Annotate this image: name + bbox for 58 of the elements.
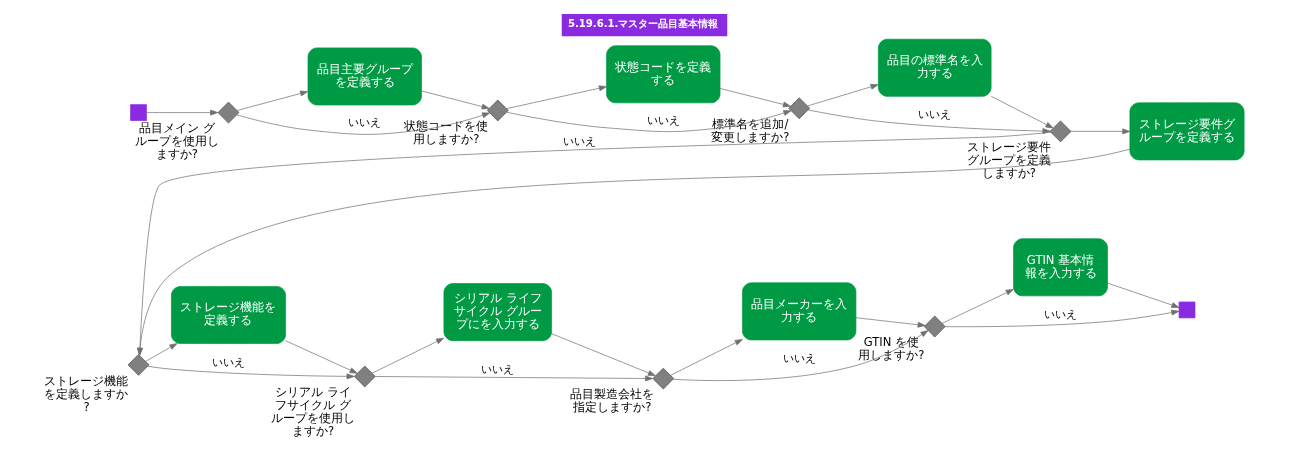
edge-label: いいえ xyxy=(481,362,515,376)
diagram-title: 5.19.6.1.マスター品目基本情報 xyxy=(567,18,719,30)
arrow xyxy=(855,317,926,328)
arrow xyxy=(371,337,445,374)
node-box: GTIN 基本情報を入力する xyxy=(1013,238,1108,297)
node-diamond xyxy=(788,97,811,120)
node-label: 品目製造会社を指定しますか? xyxy=(570,387,655,415)
node-diamond xyxy=(923,315,946,338)
node-label: ストレージ要件グループを定義しますか? xyxy=(966,140,1051,181)
node-diamond xyxy=(127,354,150,376)
edge-label: いいえ xyxy=(1044,307,1077,321)
arrow xyxy=(551,333,656,377)
arrow xyxy=(236,112,491,135)
arrow xyxy=(236,90,309,111)
node-box xyxy=(130,104,147,121)
node-box: 品目の標準名を入力する xyxy=(878,38,992,97)
node-label: 標準名を追加/変更しますか? xyxy=(711,116,790,144)
arrow xyxy=(672,330,929,381)
arrow xyxy=(146,109,219,116)
node-box: 状態コードを定義する xyxy=(606,45,721,104)
arrow xyxy=(147,365,355,380)
node-box xyxy=(1178,301,1196,319)
arrow xyxy=(506,85,607,109)
edge-label: いいえ xyxy=(348,116,382,130)
arrow xyxy=(944,309,1180,328)
node-box: 品目主要グループを定義する xyxy=(307,47,422,106)
arrow xyxy=(807,83,879,107)
arrow xyxy=(990,95,1054,129)
edge-label: いいえ xyxy=(918,107,952,121)
arrow xyxy=(719,88,791,108)
node-diamond xyxy=(353,365,376,388)
node-box: 品目メーカーを入力する xyxy=(742,282,857,341)
arrow xyxy=(145,343,178,362)
arrow xyxy=(506,110,792,132)
node-label: 品目メイン グループを使用しますか? xyxy=(134,121,219,162)
arrow xyxy=(807,109,1051,134)
node-diamond xyxy=(486,99,509,122)
edge-label: いいえ xyxy=(562,135,596,149)
arrow xyxy=(941,289,1014,324)
node-box: ストレージ要件グループを定義する xyxy=(1129,102,1245,161)
node-diamond xyxy=(217,101,240,124)
node-label: GTIN を使用しますか? xyxy=(858,335,925,363)
edge-label: いいえ xyxy=(646,114,680,128)
arrow xyxy=(375,375,653,382)
arrow xyxy=(1107,282,1180,308)
arrow xyxy=(285,340,358,374)
arrow xyxy=(421,90,490,110)
node-label: 状態コードを使用しますか? xyxy=(404,119,489,147)
node-label: ストレージ機能を定義しますか? xyxy=(44,373,129,414)
node-box: ストレージ機能を定義する xyxy=(171,286,286,344)
arrow xyxy=(670,339,743,376)
edge-label: いいえ xyxy=(212,355,245,369)
node-label: シリアル ライフサイクル グループを使用しますか? xyxy=(271,385,356,439)
node-diamond xyxy=(1049,120,1072,143)
node-diamond xyxy=(652,367,675,390)
edge-label: いいえ xyxy=(782,351,816,365)
node-box: シリアル ライフサイクル グループにを入力する xyxy=(443,283,552,342)
arrow xyxy=(1070,128,1131,135)
